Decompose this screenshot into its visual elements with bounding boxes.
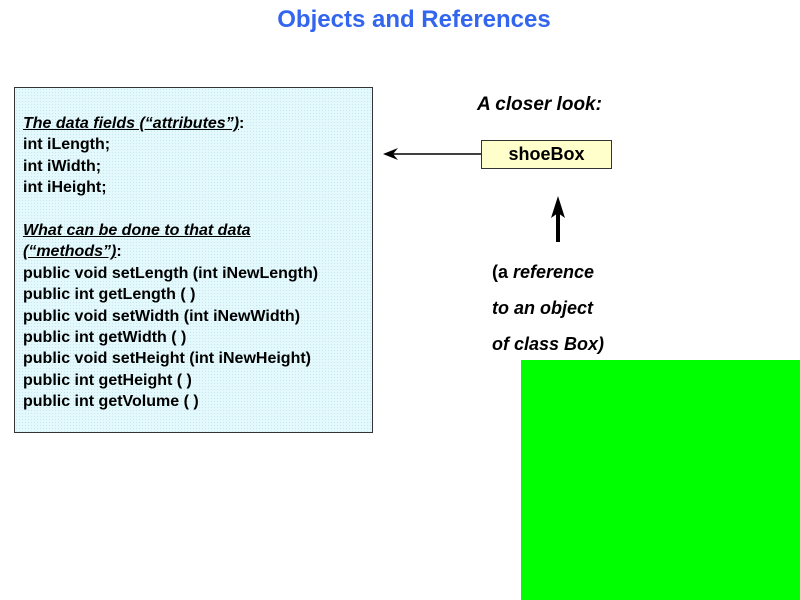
method-line: public int getLength ( ) [23, 286, 196, 304]
field-line: int iWidth; [23, 157, 102, 175]
field-line: int iLength; [23, 136, 111, 154]
method-line: public void setHeight (int iNewHeight) [23, 350, 311, 368]
method-line: public int getWidth ( ) [23, 329, 187, 347]
method-line: public int getVolume ( ) [23, 393, 199, 411]
reference-caption: (a reference to an object of class Box) [492, 262, 605, 354]
closer-look-label: A closer look: [477, 94, 602, 115]
field-line: int iHeight; [23, 179, 107, 197]
method-line: public int getHeight ( ) [23, 371, 192, 389]
class-definition-box: The data fields (“attributes”): int iLen… [14, 87, 373, 433]
reference-box: shoeBox [481, 140, 612, 169]
methods-heading-cont: (“methods”): [23, 243, 122, 261]
slide-title: Objects and References [277, 6, 551, 33]
fields-heading: The data fields (“attributes”): [23, 115, 245, 132]
green-block [521, 360, 800, 600]
method-line: public void setLength (int iNewLength) [23, 264, 319, 282]
method-line: public void setWidth (int iNewWidth) [23, 307, 301, 325]
methods-heading: What can be done to that data [23, 222, 251, 240]
left-arrow-icon [383, 148, 481, 160]
up-arrow-icon [551, 196, 565, 242]
